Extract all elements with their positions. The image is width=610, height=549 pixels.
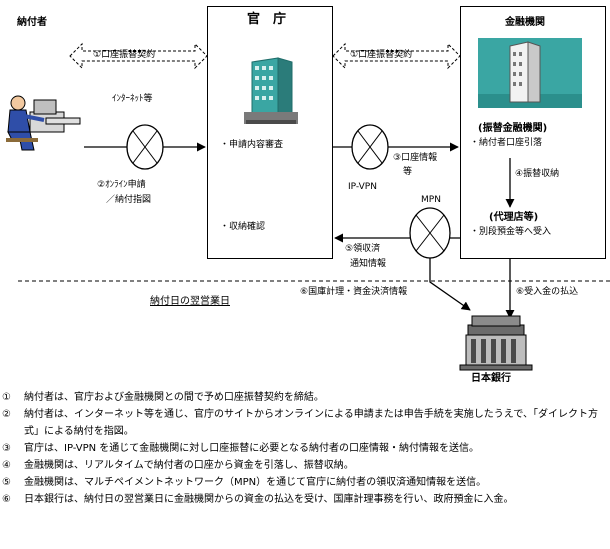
note-number: ⑥ xyxy=(2,494,11,505)
note-item: ② 納付者は、インターネット等を通じ、官庁のサイトからオンラインによる申請または申… xyxy=(2,406,602,440)
boj-building-icon xyxy=(459,315,533,371)
bank-agent-title: (代理店等) xyxy=(489,212,539,223)
payment-label: ⑥受入金の払込 xyxy=(516,287,579,297)
note-text: 官庁は、IP-VPN を通じて金融機関に対し口座振替に必要となる納付者の口座情報… xyxy=(24,443,480,454)
note-number: ② xyxy=(2,409,11,420)
receipt-label-2: 通知情報 xyxy=(350,259,387,269)
note-text: 納付者は、インターネット等を通じ、官庁のサイトからオンラインによる申請または申告… xyxy=(24,409,598,437)
online-application-label-1: ②ｵﾝﾗｲﾝ申請 xyxy=(97,180,146,190)
boj-label: 日本銀行 xyxy=(471,373,511,384)
notes-list: ① 納付者は、官庁および金融機関との間で予め口座振替契約を締結。 ② 納付者は、イン… xyxy=(2,389,602,508)
payer-person-icon xyxy=(6,95,81,151)
note-text: 金融機関は、リアルタイムで納付者の口座から資金を引落し、振替収納。 xyxy=(24,460,354,471)
note-number: ③ xyxy=(2,443,11,454)
note-number: ① xyxy=(2,392,11,403)
note-item: ⑤ 金融機関は、マルチペイメントネットワーク（MPN）を通じて官庁に納付者の領収済… xyxy=(2,474,602,491)
bank-transfer-title: (振替金融機関) xyxy=(478,123,548,134)
note-text: 日本銀行は、納付日の翌営業日に金融機関からの資金の払込を受け、国庫計理事務を行い… xyxy=(24,494,514,505)
mpn-label: MPN xyxy=(421,195,441,205)
contract-left-label: ①口座振替契約 xyxy=(93,50,156,60)
note-text: 金融機関は、マルチペイメントネットワーク（MPN）を通じて官庁に納付者の領収済通… xyxy=(24,477,487,488)
agency-box xyxy=(207,6,333,259)
ipvpn-node-icon xyxy=(351,124,389,170)
ipvpn-label: IP-VPN xyxy=(348,182,377,192)
bank-agent-item: ・別段預金等へ受入 xyxy=(470,227,552,237)
treasury-label: ⑥国庫計理・資金決済情報 xyxy=(300,287,408,297)
bank-transfer-item: ・納付者口座引落 xyxy=(470,138,543,148)
bank-title: 金融機関 xyxy=(505,17,545,28)
mpn-node-icon xyxy=(409,207,451,259)
account-info-label-2: 等 xyxy=(403,167,413,177)
note-text: 納付者は、官庁および金融機関との間で予め口座振替契約を締結。 xyxy=(24,392,324,403)
note-number: ④ xyxy=(2,460,11,471)
agency-building-icon xyxy=(240,52,302,124)
note-item: ④ 金融機関は、リアルタイムで納付者の口座から資金を引落し、振替収納。 xyxy=(2,457,602,474)
agency-title: 官 庁 xyxy=(247,12,287,27)
contract-arrow-left xyxy=(69,42,208,70)
payer-label: 納付者 xyxy=(17,17,47,28)
note-item: ① 納付者は、官庁および金融機関との間で予め口座振替契約を締結。 xyxy=(2,389,602,406)
internet-node-icon xyxy=(126,124,164,170)
next-business-day-label: 納付日の翌営業日 xyxy=(150,296,230,307)
transfer-collect-label: ④振替収納 xyxy=(515,169,560,179)
internet-label: ｲﾝﾀｰﾈｯﾄ等 xyxy=(112,94,153,104)
receipt-label-1: ⑤領収済 xyxy=(345,244,381,254)
note-number: ⑤ xyxy=(2,477,11,488)
online-application-label-2: ／納付指図 xyxy=(106,195,152,205)
note-item: ③ 官庁は、IP-VPN を通じて金融機関に対し口座振替に必要となる納付者の口座情… xyxy=(2,440,602,457)
contract-arrow-right xyxy=(332,42,461,70)
bank-building-icon xyxy=(478,38,582,108)
account-info-label-1: ③口座情報 xyxy=(393,153,438,163)
agency-confirm-item: ・収納確認 xyxy=(220,222,266,232)
agency-review-item: ・申請内容審査 xyxy=(220,140,284,150)
contract-right-label: ①口座振替契約 xyxy=(350,50,413,60)
note-item: ⑥ 日本銀行は、納付日の翌営業日に金融機関からの資金の払込を受け、国庫計理事務を行… xyxy=(2,491,602,508)
